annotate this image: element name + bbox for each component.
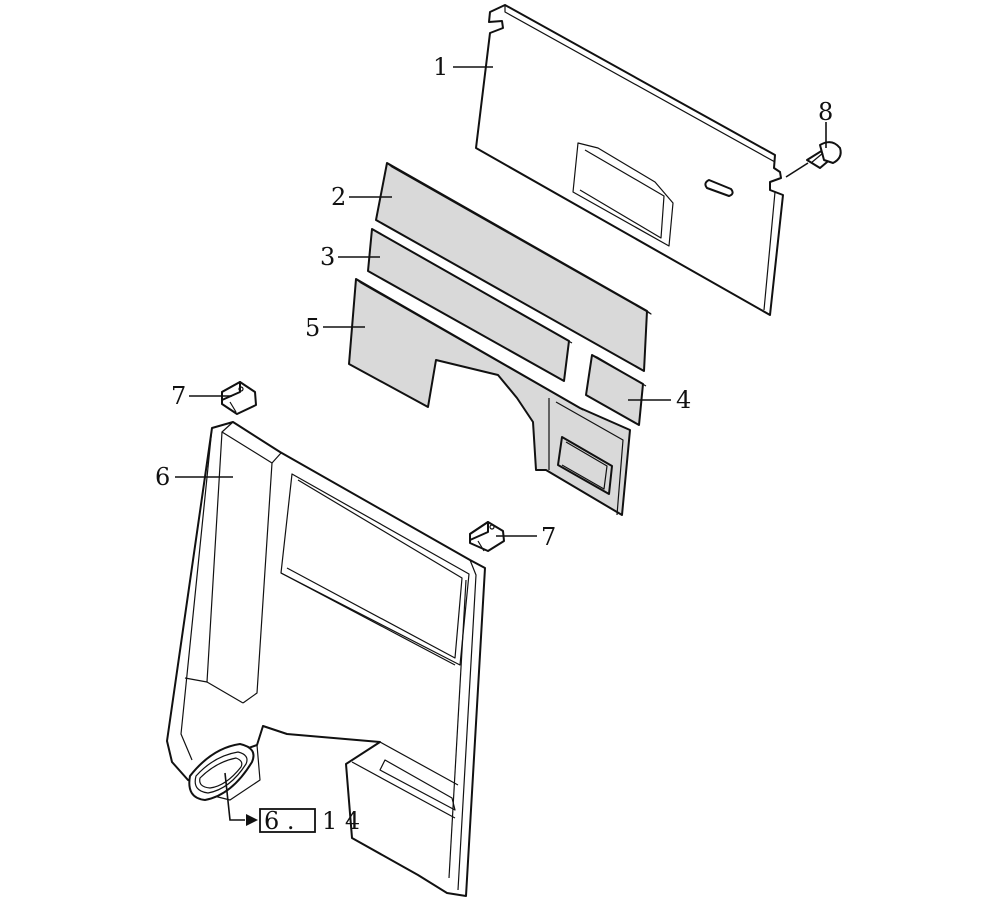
part-1-back-panel bbox=[475, 4, 784, 316]
part-7-clip-right bbox=[469, 521, 505, 552]
part-4-insulation bbox=[585, 354, 647, 426]
callout-7-left: 7 bbox=[171, 382, 186, 410]
callout-1: 1 bbox=[433, 53, 448, 81]
part-2-insulation bbox=[375, 162, 652, 372]
reference-boxed-text: 6 . bbox=[264, 807, 295, 835]
callout-3: 3 bbox=[320, 243, 335, 271]
part-5-insulation bbox=[348, 278, 631, 516]
cross-reference: 6 . 1 4 bbox=[259, 807, 360, 835]
callout-7-right: 7 bbox=[541, 523, 556, 551]
part-8-clip bbox=[785, 141, 842, 178]
callout-8: 8 bbox=[818, 98, 833, 126]
part-6-trim-panel bbox=[166, 421, 486, 897]
callout-5: 5 bbox=[305, 314, 320, 342]
reference-suffix-text: 1 4 bbox=[322, 807, 360, 835]
callout-4: 4 bbox=[676, 386, 691, 414]
callout-6: 6 bbox=[155, 463, 170, 491]
part-7-clip-left bbox=[221, 381, 257, 415]
leader-lines bbox=[175, 66, 827, 826]
callout-2: 2 bbox=[331, 183, 346, 211]
